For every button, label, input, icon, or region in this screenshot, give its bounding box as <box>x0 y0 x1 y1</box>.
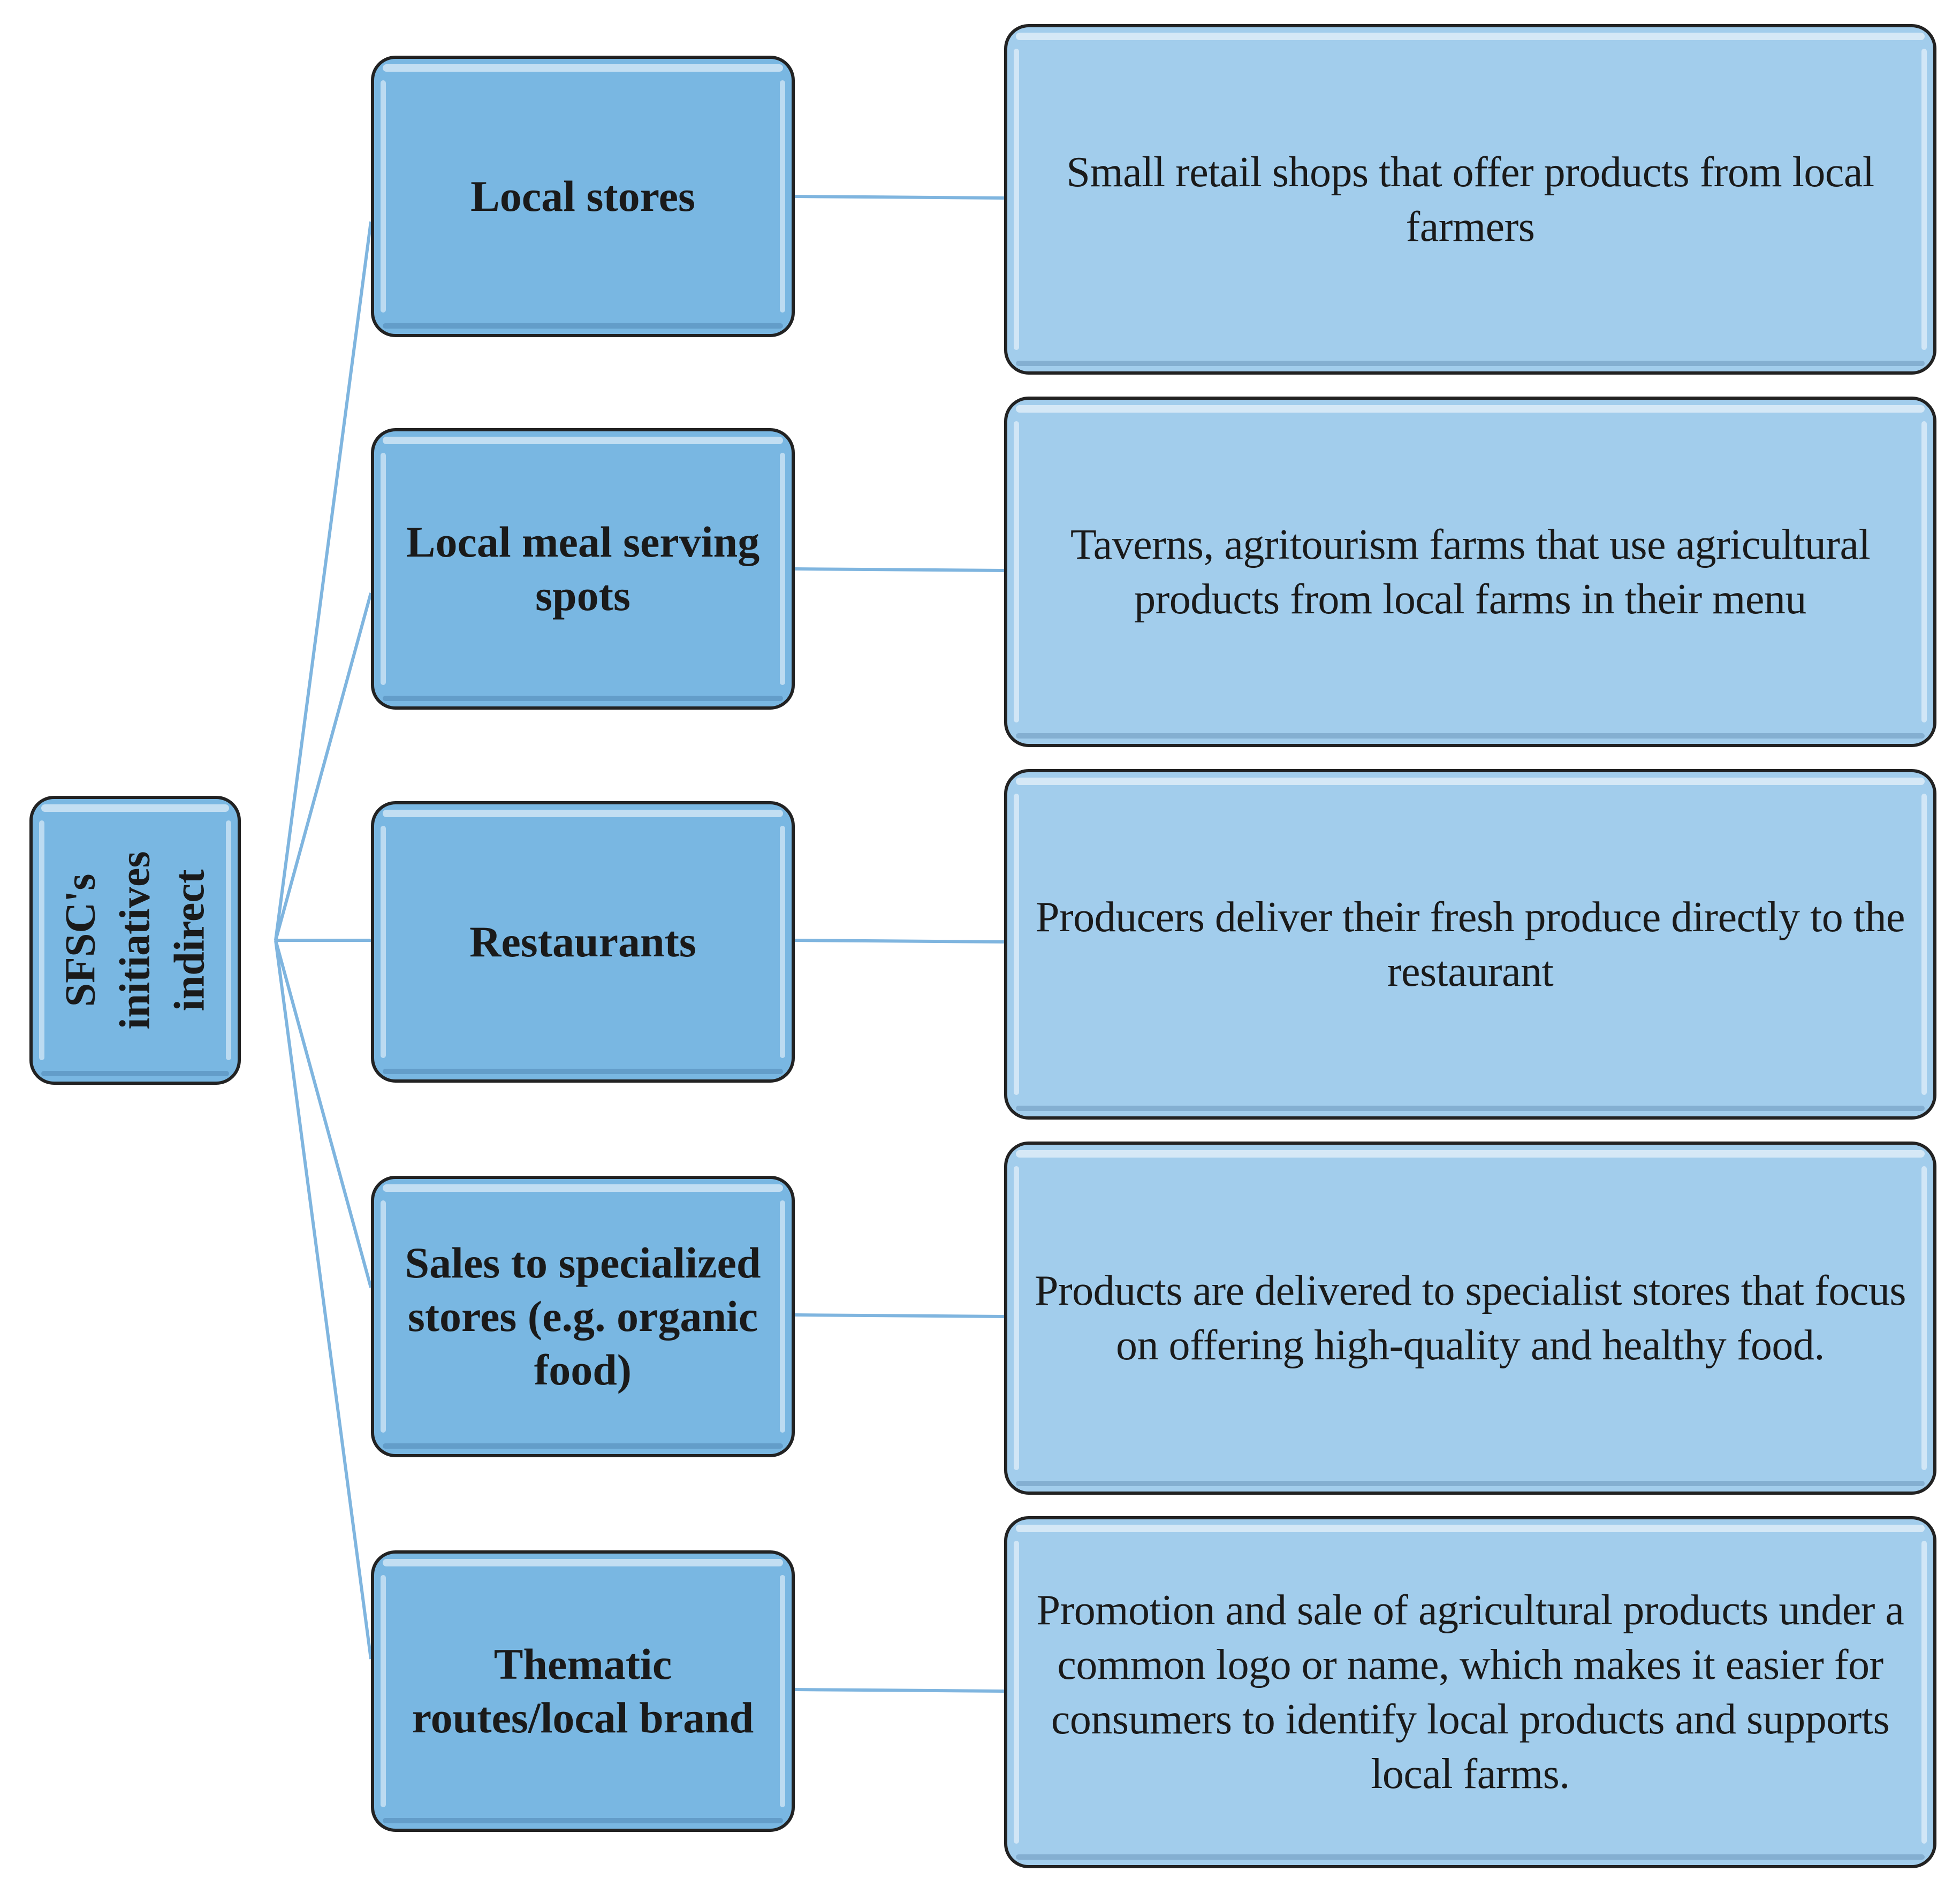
description-sales-to-specialized-stores: Products are delivered to specialist sto… <box>1004 1142 1936 1495</box>
root-connector-4 <box>274 940 373 1288</box>
category-label: Local meal serving spots <box>406 518 760 620</box>
description-local-stores: Small retail shops that offer products f… <box>1004 24 1936 375</box>
description-text: Promotion and sale of agricultural produ… <box>1036 1587 1904 1798</box>
detail-connector-4 <box>793 1313 1005 1318</box>
category-restaurants: Restaurants <box>371 801 795 1083</box>
category-label: Restaurants <box>469 917 696 966</box>
category-sales-to-specialized-stores: Sales to specialized stores (e.g. organi… <box>371 1176 795 1457</box>
root-label: SFSC's initiatives indirect <box>57 851 214 1030</box>
category-label: Sales to specialized stores (e.g. organi… <box>405 1238 761 1394</box>
category-local-stores: Local stores <box>371 56 795 337</box>
root-connector-2 <box>274 592 373 941</box>
root-connector-1 <box>274 221 373 941</box>
category-label: Thematic routes/local brand <box>412 1640 754 1742</box>
category-thematic-routes: Thematic routes/local brand <box>371 1550 795 1832</box>
root-node: SFSC's initiatives indirect <box>29 796 241 1085</box>
description-text: Small retail shops that offer products f… <box>1066 148 1874 250</box>
description-restaurants: Producers deliver their fresh produce di… <box>1004 769 1936 1120</box>
detail-connector-5 <box>793 1688 1005 1693</box>
detail-connector-3 <box>793 939 1005 943</box>
description-local-meal-serving-spots: Taverns, agritourism farms that use agri… <box>1004 397 1936 747</box>
category-local-meal-serving-spots: Local meal serving spots <box>371 428 795 710</box>
detail-connector-1 <box>793 195 1005 200</box>
description-thematic-routes: Promotion and sale of agricultural produ… <box>1004 1516 1936 1868</box>
description-text: Products are delivered to specialist sto… <box>1034 1267 1906 1369</box>
root-connector-5 <box>274 940 373 1660</box>
category-label: Local stores <box>470 172 695 220</box>
detail-connector-2 <box>793 567 1005 572</box>
description-text: Producers deliver their fresh produce di… <box>1035 893 1905 995</box>
description-text: Taverns, agritourism farms that use agri… <box>1070 521 1871 623</box>
